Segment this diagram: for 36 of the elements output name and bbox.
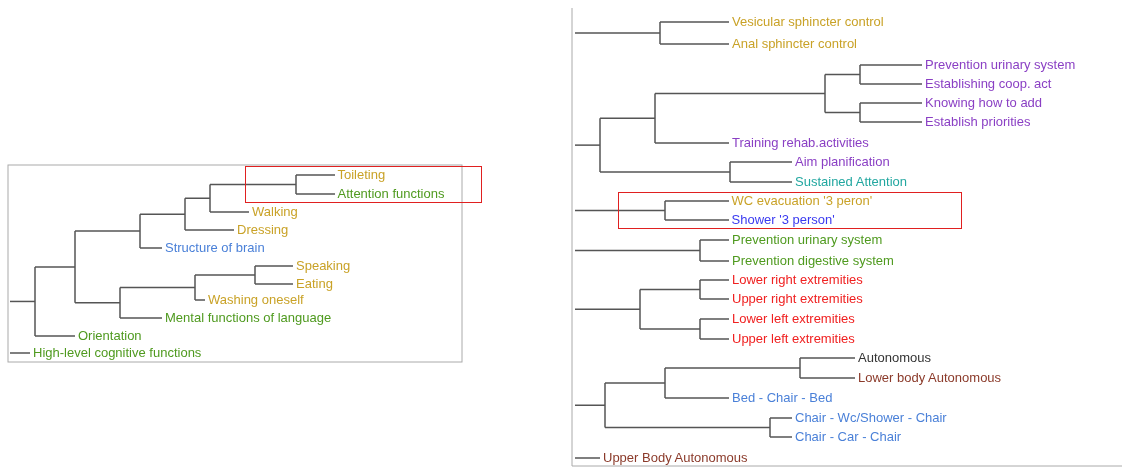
- leaf-label: Aim planification: [795, 154, 890, 170]
- leaf-label: Toileting: [337, 166, 386, 183]
- leaf-label: Bed - Chair - Bed: [732, 390, 833, 406]
- leaf-label: Upper right extremities: [732, 291, 863, 307]
- leaf-label: Training rehab.activities: [732, 135, 869, 151]
- leaf-label: Attention functions: [337, 185, 445, 202]
- leaf-label: Establish priorities: [925, 114, 1031, 130]
- leaf-label: Knowing how to add: [925, 95, 1043, 111]
- leaf-label: Shower '3 person': [731, 211, 835, 228]
- leaf-label: WC evacuation '3 peron': [731, 192, 873, 209]
- leaf-label: Vesicular sphincter control: [732, 14, 884, 30]
- leaf-label: Autonomous: [858, 350, 931, 366]
- leaf-label: Chair - Car - Chair: [795, 429, 902, 445]
- leaf-label: Establishing coop. act: [925, 76, 1052, 92]
- leaf-label: Structure of brain: [165, 240, 265, 256]
- leaf-label: Prevention urinary system: [732, 232, 883, 248]
- leaf-label: Walking: [252, 204, 298, 220]
- leaf-label: Lower left extremities: [732, 311, 855, 327]
- leaf-label: Orientation: [78, 328, 142, 344]
- leaf-label: Washing oneself: [208, 292, 304, 308]
- leaf-label: Speaking: [296, 258, 351, 274]
- leaf-label: Upper Body Autonomous: [603, 450, 748, 466]
- leaf-label: Prevention urinary system: [925, 57, 1076, 73]
- highlight-box: [618, 192, 962, 229]
- highlight-box: [245, 166, 482, 203]
- leaf-label: Mental functions of language: [165, 310, 332, 326]
- leaf-label: Chair - Wc/Shower - Chair: [795, 410, 947, 426]
- leaf-label: High-level cognitive functions: [33, 345, 202, 361]
- leaf-label: Lower right extremities: [732, 272, 863, 288]
- leaf-label: Prevention digestive system: [732, 253, 894, 269]
- leaf-label: Upper left extremities: [732, 331, 855, 347]
- leaf-label: Sustained Attention: [795, 174, 908, 190]
- leaf-label: Eating: [296, 276, 333, 292]
- leaf-label: Lower body Autonomous: [858, 370, 1002, 386]
- leaf-label: Anal sphincter control: [732, 36, 857, 52]
- leaf-label: Dressing: [237, 222, 289, 238]
